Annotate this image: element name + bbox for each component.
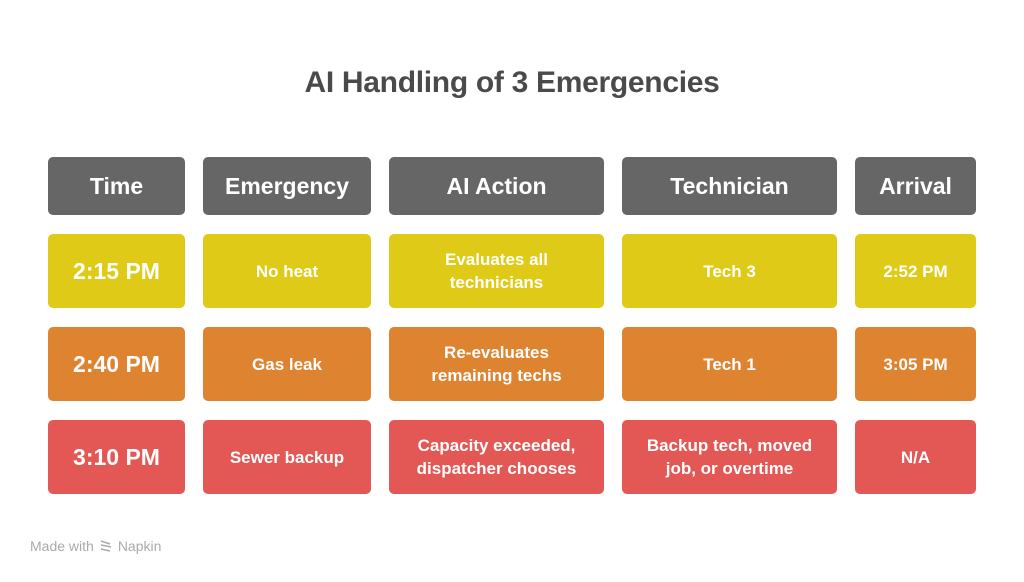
- cell-technician: Tech 3: [622, 234, 837, 308]
- cell-ai-action: Capacity exceeded, dispatcher chooses: [389, 420, 604, 494]
- napkin-logo-icon: [99, 539, 113, 553]
- footer-prefix: Made with: [30, 538, 94, 554]
- cell-technician: Backup tech, moved job, or overtime: [622, 420, 837, 494]
- footer-brand: Napkin: [117, 538, 162, 554]
- page-title: AI Handling of 3 Emergencies: [304, 66, 720, 99]
- cell-emergency: No heat: [203, 234, 371, 308]
- cell-ai-action: Re-evaluates remaining techs: [389, 327, 604, 401]
- header-emergency: Emergency: [203, 157, 371, 215]
- cell-technician: Tech 1: [622, 327, 837, 401]
- header-ai-action: AI Action: [389, 157, 604, 215]
- cell-emergency: Sewer backup: [203, 420, 371, 494]
- header-technician: Technician: [622, 157, 837, 215]
- cell-arrival: 2:52 PM: [855, 234, 976, 308]
- cell-time: 2:15 PM: [48, 234, 185, 308]
- cell-time: 3:10 PM: [48, 420, 185, 494]
- cell-ai-action: Evaluates all technicians: [389, 234, 604, 308]
- cell-emergency: Gas leak: [203, 327, 371, 401]
- made-with-napkin-footer[interactable]: Made with Napkin: [30, 538, 161, 554]
- header-time: Time: [48, 157, 185, 215]
- cell-arrival: N/A: [855, 420, 976, 494]
- cell-time: 2:40 PM: [48, 327, 185, 401]
- cell-arrival: 3:05 PM: [855, 327, 976, 401]
- header-arrival: Arrival: [855, 157, 976, 215]
